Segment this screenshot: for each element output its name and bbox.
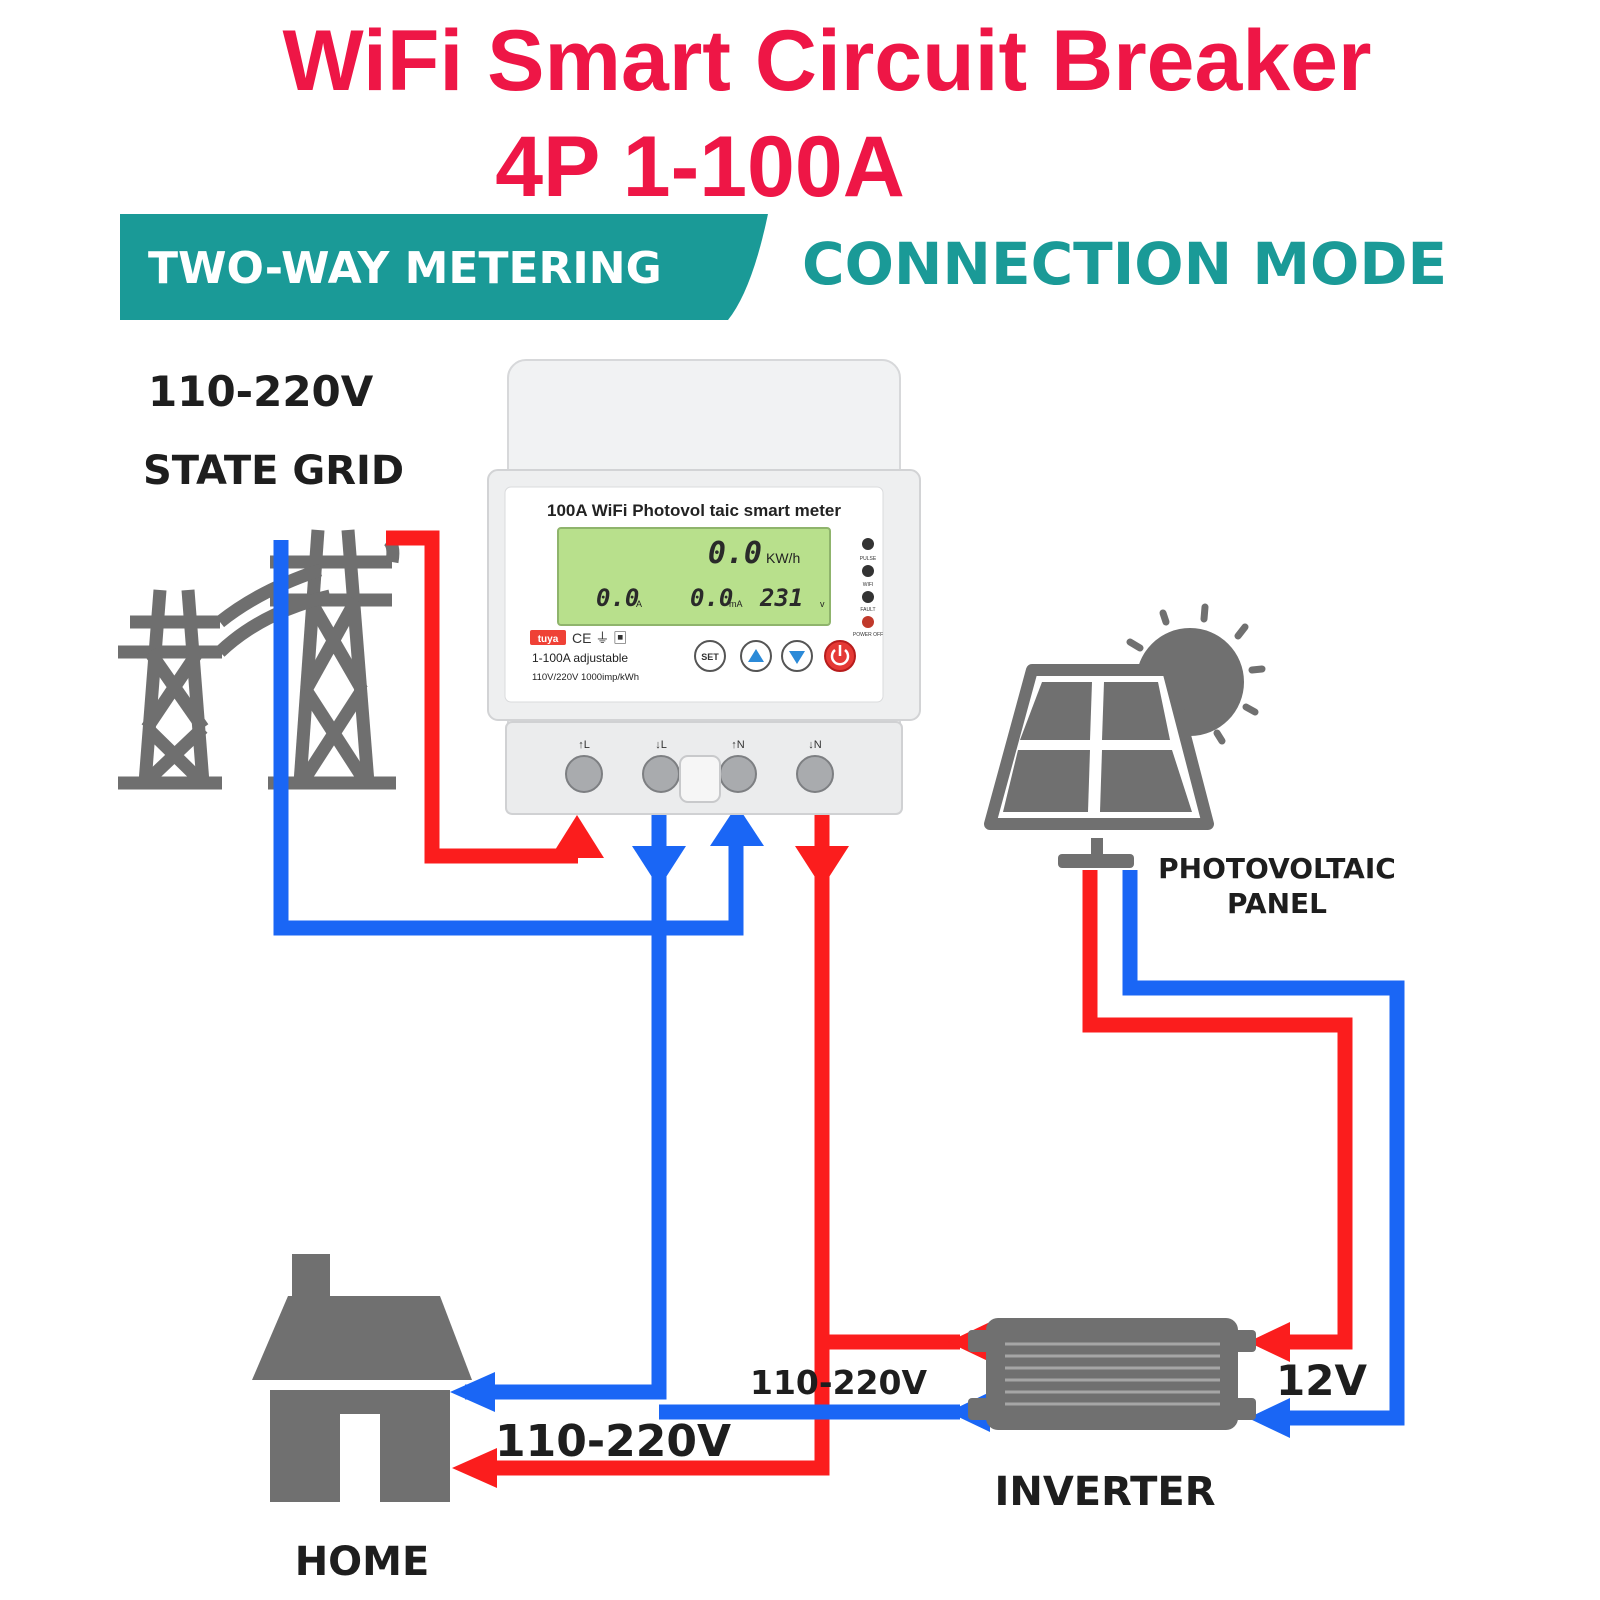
up-arrow-icon (748, 649, 764, 662)
led-fault-label: FAULT (860, 607, 875, 613)
brand-badge-text: tuya (538, 634, 559, 645)
meter-spec-line2: 110V/220V 1000imp/kWh (532, 672, 639, 683)
meter-to-home-blue-wire (465, 812, 667, 1400)
terminal-screw-4 (796, 755, 834, 793)
title-line2: 4P 1-100A (495, 119, 905, 215)
terminal-label-4: ↓N (808, 739, 822, 751)
grid-name-label: STATE GRID (143, 448, 404, 494)
down-button[interactable] (781, 640, 813, 672)
led-power-off (862, 616, 874, 628)
pv-positive-wire (1082, 870, 1353, 1350)
lcd-current-reading: 0.0 (596, 584, 639, 612)
arrow-down-red-icon (795, 846, 849, 888)
arrow-left-blue-dc-icon (1248, 1398, 1290, 1438)
terminal-label-2: ↓L (655, 739, 667, 751)
banner-label: TWO-WAY METERING (148, 243, 662, 294)
connection-mode-label: CONNECTION MODE (802, 230, 1447, 298)
grid-voltage-label: 110-220V (148, 367, 374, 416)
solar-panel-icon (984, 603, 1266, 868)
arrow-left-red-dc-icon (1248, 1322, 1290, 1362)
status-indicators: PULSE WIFI FAULT POWER OFF (853, 538, 883, 638)
set-button[interactable]: SET (694, 640, 726, 672)
led-pulse-label: PULSE (860, 556, 877, 562)
meter-to-home-red-wire (470, 812, 830, 1476)
smart-meter: 100A WiFi Photovol taic smart meter 0.0 … (487, 359, 921, 815)
pv-negative-wire (1122, 870, 1405, 1426)
arrow-left-red-home-icon (452, 1448, 497, 1488)
inverter-dc-voltage: 12V (1276, 1356, 1367, 1405)
terminal-screw-2 (642, 755, 680, 793)
led-wifi (862, 565, 874, 577)
home-label: HOME (295, 1539, 430, 1585)
terminal-screw-1 (565, 755, 603, 793)
brand-badge (530, 630, 566, 645)
set-button-label: SET (701, 652, 719, 662)
home-icon (252, 1254, 472, 1502)
inverter-device (968, 1318, 1256, 1430)
up-button[interactable] (740, 640, 772, 672)
lcd-current-unit: A (636, 599, 642, 609)
arrow-left-blue-home-icon (450, 1372, 495, 1412)
meter-spec-line1: 1-100A adjustable (532, 651, 628, 665)
meter-model-title: 100A WiFi Photovol taic smart meter (547, 501, 841, 520)
title-line1: WiFi Smart Circuit Breaker (283, 13, 1372, 109)
led-pulse (862, 538, 874, 550)
lcd-current2-reading: 0.0 (690, 584, 733, 612)
led-power-off-label: POWER OFF (853, 632, 883, 638)
pv-label-line2: PANEL (1227, 887, 1327, 920)
lcd-voltage-unit: v (820, 599, 825, 609)
power-button[interactable] (824, 640, 856, 672)
led-wifi-label: WIFI (863, 582, 874, 588)
inverter-ac-voltage: 110-220V (750, 1363, 927, 1402)
inverter-label: INVERTER (994, 1469, 1215, 1515)
terminal-cover-clip (679, 755, 721, 803)
lcd-current2-unit: mA (729, 599, 743, 609)
grid-live-wire (386, 530, 578, 864)
lcd-voltage-reading: 231 (759, 584, 803, 612)
pv-label-line1: PHOTOVOLTAIC (1158, 852, 1396, 885)
grid-neutral-wire (273, 540, 744, 936)
led-fault (862, 591, 874, 603)
metering-banner (120, 214, 768, 320)
terminal-screw-3 (719, 755, 757, 793)
power-icon (830, 649, 850, 666)
arrow-down-blue-icon (632, 846, 686, 888)
power-tower-icon (118, 529, 400, 790)
lcd-energy-reading: 0.0 (708, 536, 762, 571)
terminal-label-3: ↑N (731, 739, 745, 751)
arrow-up-blue-icon (710, 805, 764, 846)
cert-marks-icon: CE ⏚ ▣ (572, 630, 627, 646)
lcd-display (557, 527, 831, 626)
home-voltage-label: 110-220V (495, 1416, 731, 1467)
lcd-energy-unit: KW/h (766, 550, 800, 566)
wires (273, 530, 1405, 1476)
arrow-up-red-icon (550, 815, 604, 858)
down-arrow-icon (789, 651, 805, 664)
terminal-label-1: ↑L (578, 739, 590, 751)
